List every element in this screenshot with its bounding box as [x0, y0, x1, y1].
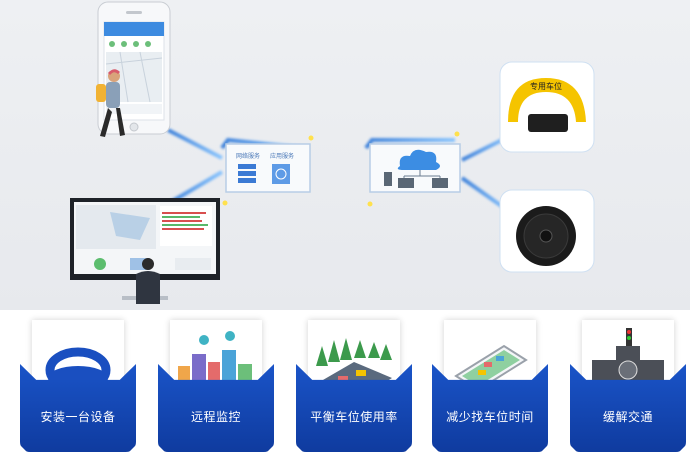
parking-lock-device: 专用车位	[499, 61, 595, 153]
feature-card-reduce-search: 减少找车位时间	[432, 320, 548, 452]
server-label-network: 网络服务	[236, 152, 260, 160]
feature-card-ease-traffic: 缓解交通	[570, 320, 686, 452]
feature-label: 平衡车位使用率	[310, 410, 398, 424]
round-sensor-device	[499, 189, 595, 273]
server-label-app: 应用服务	[270, 152, 294, 160]
feature-label: 远程监控	[190, 410, 241, 424]
feature-card-balance: 平衡车位使用率	[296, 320, 412, 452]
feature-card-install: 安装一台设备	[20, 320, 136, 452]
person-with-phone	[96, 69, 125, 137]
feature-label: 减少找车位时间	[446, 410, 534, 424]
feature-card-remote-monitor: 远程监控	[158, 320, 274, 452]
lock-text: 专用车位	[530, 81, 562, 91]
person-at-monitor	[136, 258, 160, 304]
cloud-box	[367, 131, 461, 207]
system-diagram: 网络服务 应用服务 专用车位	[70, 1, 595, 304]
feature-label: 缓解交通	[602, 410, 653, 424]
feature-label: 安装一台设备	[40, 410, 116, 424]
intersection-icon	[592, 328, 664, 400]
server-box: 网络服务 应用服务	[222, 135, 314, 206]
